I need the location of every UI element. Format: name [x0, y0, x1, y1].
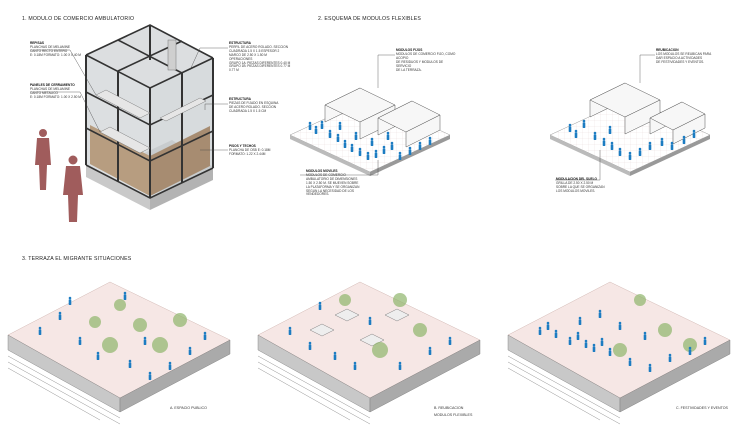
note-paneles: PANELES DE CERRAMIENTO PLANCHAS DE MELAM…	[30, 83, 81, 99]
scheme-right	[549, 82, 711, 176]
caption-reubicacion: B. REUBICACION	[434, 406, 464, 410]
terrace-c	[507, 281, 731, 425]
caption-festividades: C. FESTIVIDADES Y EVENTOS	[676, 406, 728, 410]
caption-modulos-flexibles: MODULOS FLEXIBLES	[434, 413, 473, 417]
module-axonometric	[35, 24, 215, 222]
caption-espacio-publico: A. ESPACIO PUBLICO	[170, 406, 207, 410]
section-title-terraza: 3. TERRAZA EL MIGRANTE SITUACIONES	[22, 256, 132, 262]
note-estructura-1: ESTRUCTURA PERFIL DE ACERO ROLADO. SECCI…	[229, 41, 291, 73]
terrace-a	[7, 281, 231, 425]
note-reubicacion: REUBICACION LOS MODULOS SE REUBICAN PARA…	[656, 48, 712, 64]
section-title-modulo: 1. MODULO DE COMERCIO AMBULATORIO	[22, 16, 135, 22]
section-title-esquema: 2. ESQUEMA DE MODULOS FLEXIBLES	[318, 16, 422, 22]
scheme-left	[289, 87, 451, 176]
note-modulos-fijos: MODULOS FIJOS MODULOS DE COMERCIO FIJO, …	[396, 48, 456, 72]
note-modulacion: MODULACION DEL SUELO GRILLA DE 2.50 X 2.…	[556, 177, 605, 193]
terrace-b	[257, 281, 481, 425]
